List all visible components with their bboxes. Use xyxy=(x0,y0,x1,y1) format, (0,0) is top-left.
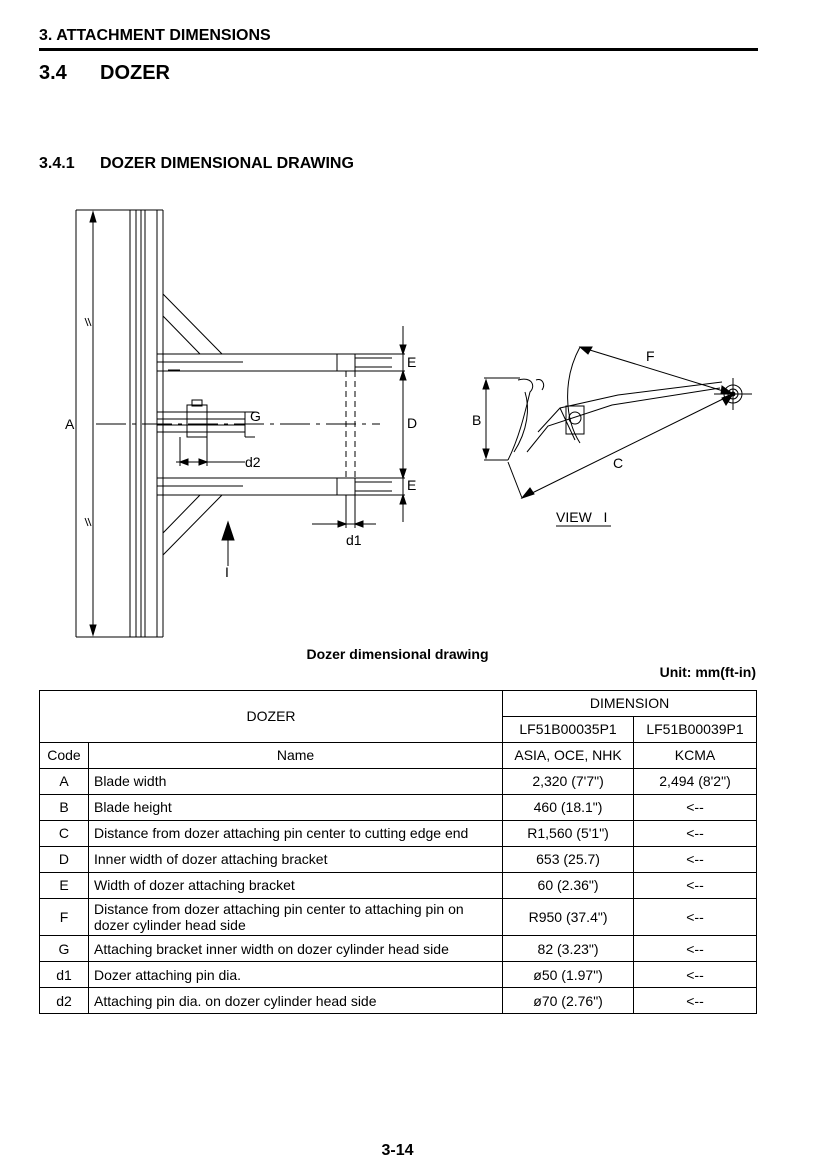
row-value-2: 2,494 (8'2") xyxy=(633,768,757,795)
label-g: G xyxy=(250,408,261,424)
row-code: d1 xyxy=(39,961,89,989)
row-value-2: <-- xyxy=(633,987,757,1015)
row-name: Attaching bracket inner width on dozer c… xyxy=(87,935,504,963)
row-value-2: <-- xyxy=(633,961,757,989)
row-value-1: ø50 (1.97") xyxy=(502,961,635,989)
row-name: Distance from dozer attaching pin center… xyxy=(87,897,504,937)
row-name: Blade height xyxy=(87,794,504,821)
row-value-2: <-- xyxy=(633,897,757,937)
row-name: Blade width xyxy=(87,768,504,795)
header-dozer: DOZER xyxy=(38,690,504,743)
row-value-1: 2,320 (7'7") xyxy=(502,768,635,795)
row-value-1: ø70 (2.76") xyxy=(502,987,635,1015)
section-title: DOZER xyxy=(100,62,170,84)
header-code: Code xyxy=(39,742,89,769)
row-value-1: 653 (25.7) xyxy=(502,846,635,873)
subsection-title: DOZER DIMENSIONAL DRAWING xyxy=(100,155,354,172)
header-dimension: DIMENSION xyxy=(502,690,757,717)
label-e-bottom: E xyxy=(407,477,416,493)
row-code: d2 xyxy=(39,987,89,1015)
unit-note: Unit: mm(ft-in) xyxy=(659,664,756,680)
label-c: C xyxy=(613,455,623,471)
label-arrow-i: I xyxy=(225,564,229,580)
row-code: B xyxy=(39,794,89,821)
row-value-2: <-- xyxy=(633,794,757,821)
row-code: F xyxy=(39,897,89,937)
label-f: F xyxy=(646,348,655,364)
row-value-2: <-- xyxy=(633,935,757,963)
table-model-row: LF51B00035P1 LF51B00039P1 xyxy=(40,716,757,743)
label-b: B xyxy=(472,412,481,428)
row-value-1: 460 (18.1") xyxy=(502,794,635,821)
label-d: D xyxy=(407,415,417,431)
label-d1: d1 xyxy=(346,532,362,548)
row-name: Dozer attaching pin dia. xyxy=(87,961,504,989)
row-value-2: <-- xyxy=(633,846,757,873)
row-code: A xyxy=(39,768,89,795)
subsection-number: 3.4.1 xyxy=(39,155,75,172)
row-value-1: 60 (2.36") xyxy=(502,872,635,899)
header-model-1: LF51B00035P1 xyxy=(502,716,635,743)
table-header-row: DOZER DIMENSION xyxy=(38,690,757,743)
header-name: Name xyxy=(87,742,504,769)
header-region-1: ASIA, OCE, NHK xyxy=(502,742,635,769)
header-model-2: LF51B00039P1 xyxy=(633,716,757,743)
row-code: G xyxy=(39,935,89,963)
chapter-header: 3. ATTACHMENT DIMENSIONS xyxy=(39,27,271,44)
row-name: Width of dozer attaching bracket xyxy=(87,872,504,899)
label-view: VIEW I xyxy=(556,509,607,525)
table-region-row: Code Name ASIA, OCE, NHK KCMA xyxy=(39,742,757,769)
label-d2: d2 xyxy=(245,454,261,470)
section-number: 3.4 xyxy=(39,62,67,84)
row-value-2: <-- xyxy=(633,820,757,847)
row-value-1: R950 (37.4") xyxy=(502,897,635,937)
dozer-drawing: A E D E G d2 d1 I B F C VIEW I xyxy=(65,209,752,638)
header-rule xyxy=(39,48,758,51)
dimension-table: DOZER DIMENSION LF51B00035P1 LF51B00039P… xyxy=(38,690,757,1015)
figure-caption: Dozer dimensional drawing xyxy=(306,646,489,662)
row-code: E xyxy=(39,872,89,899)
row-code: D xyxy=(39,846,89,873)
row-name: Inner width of dozer attaching bracket xyxy=(87,846,504,873)
row-name: Distance from dozer attaching pin center… xyxy=(87,820,504,847)
row-value-2: <-- xyxy=(633,872,757,899)
row-value-1: 82 (3.23") xyxy=(502,935,635,963)
page-number: 3-14 xyxy=(381,1142,414,1159)
row-value-1: R1,560 (5'1") xyxy=(502,820,635,847)
row-code: C xyxy=(39,820,89,847)
header-region-2: KCMA xyxy=(633,742,757,769)
row-name: Attaching pin dia. on dozer cylinder hea… xyxy=(87,987,504,1015)
label-e-top: E xyxy=(407,354,416,370)
label-a: A xyxy=(65,416,75,432)
